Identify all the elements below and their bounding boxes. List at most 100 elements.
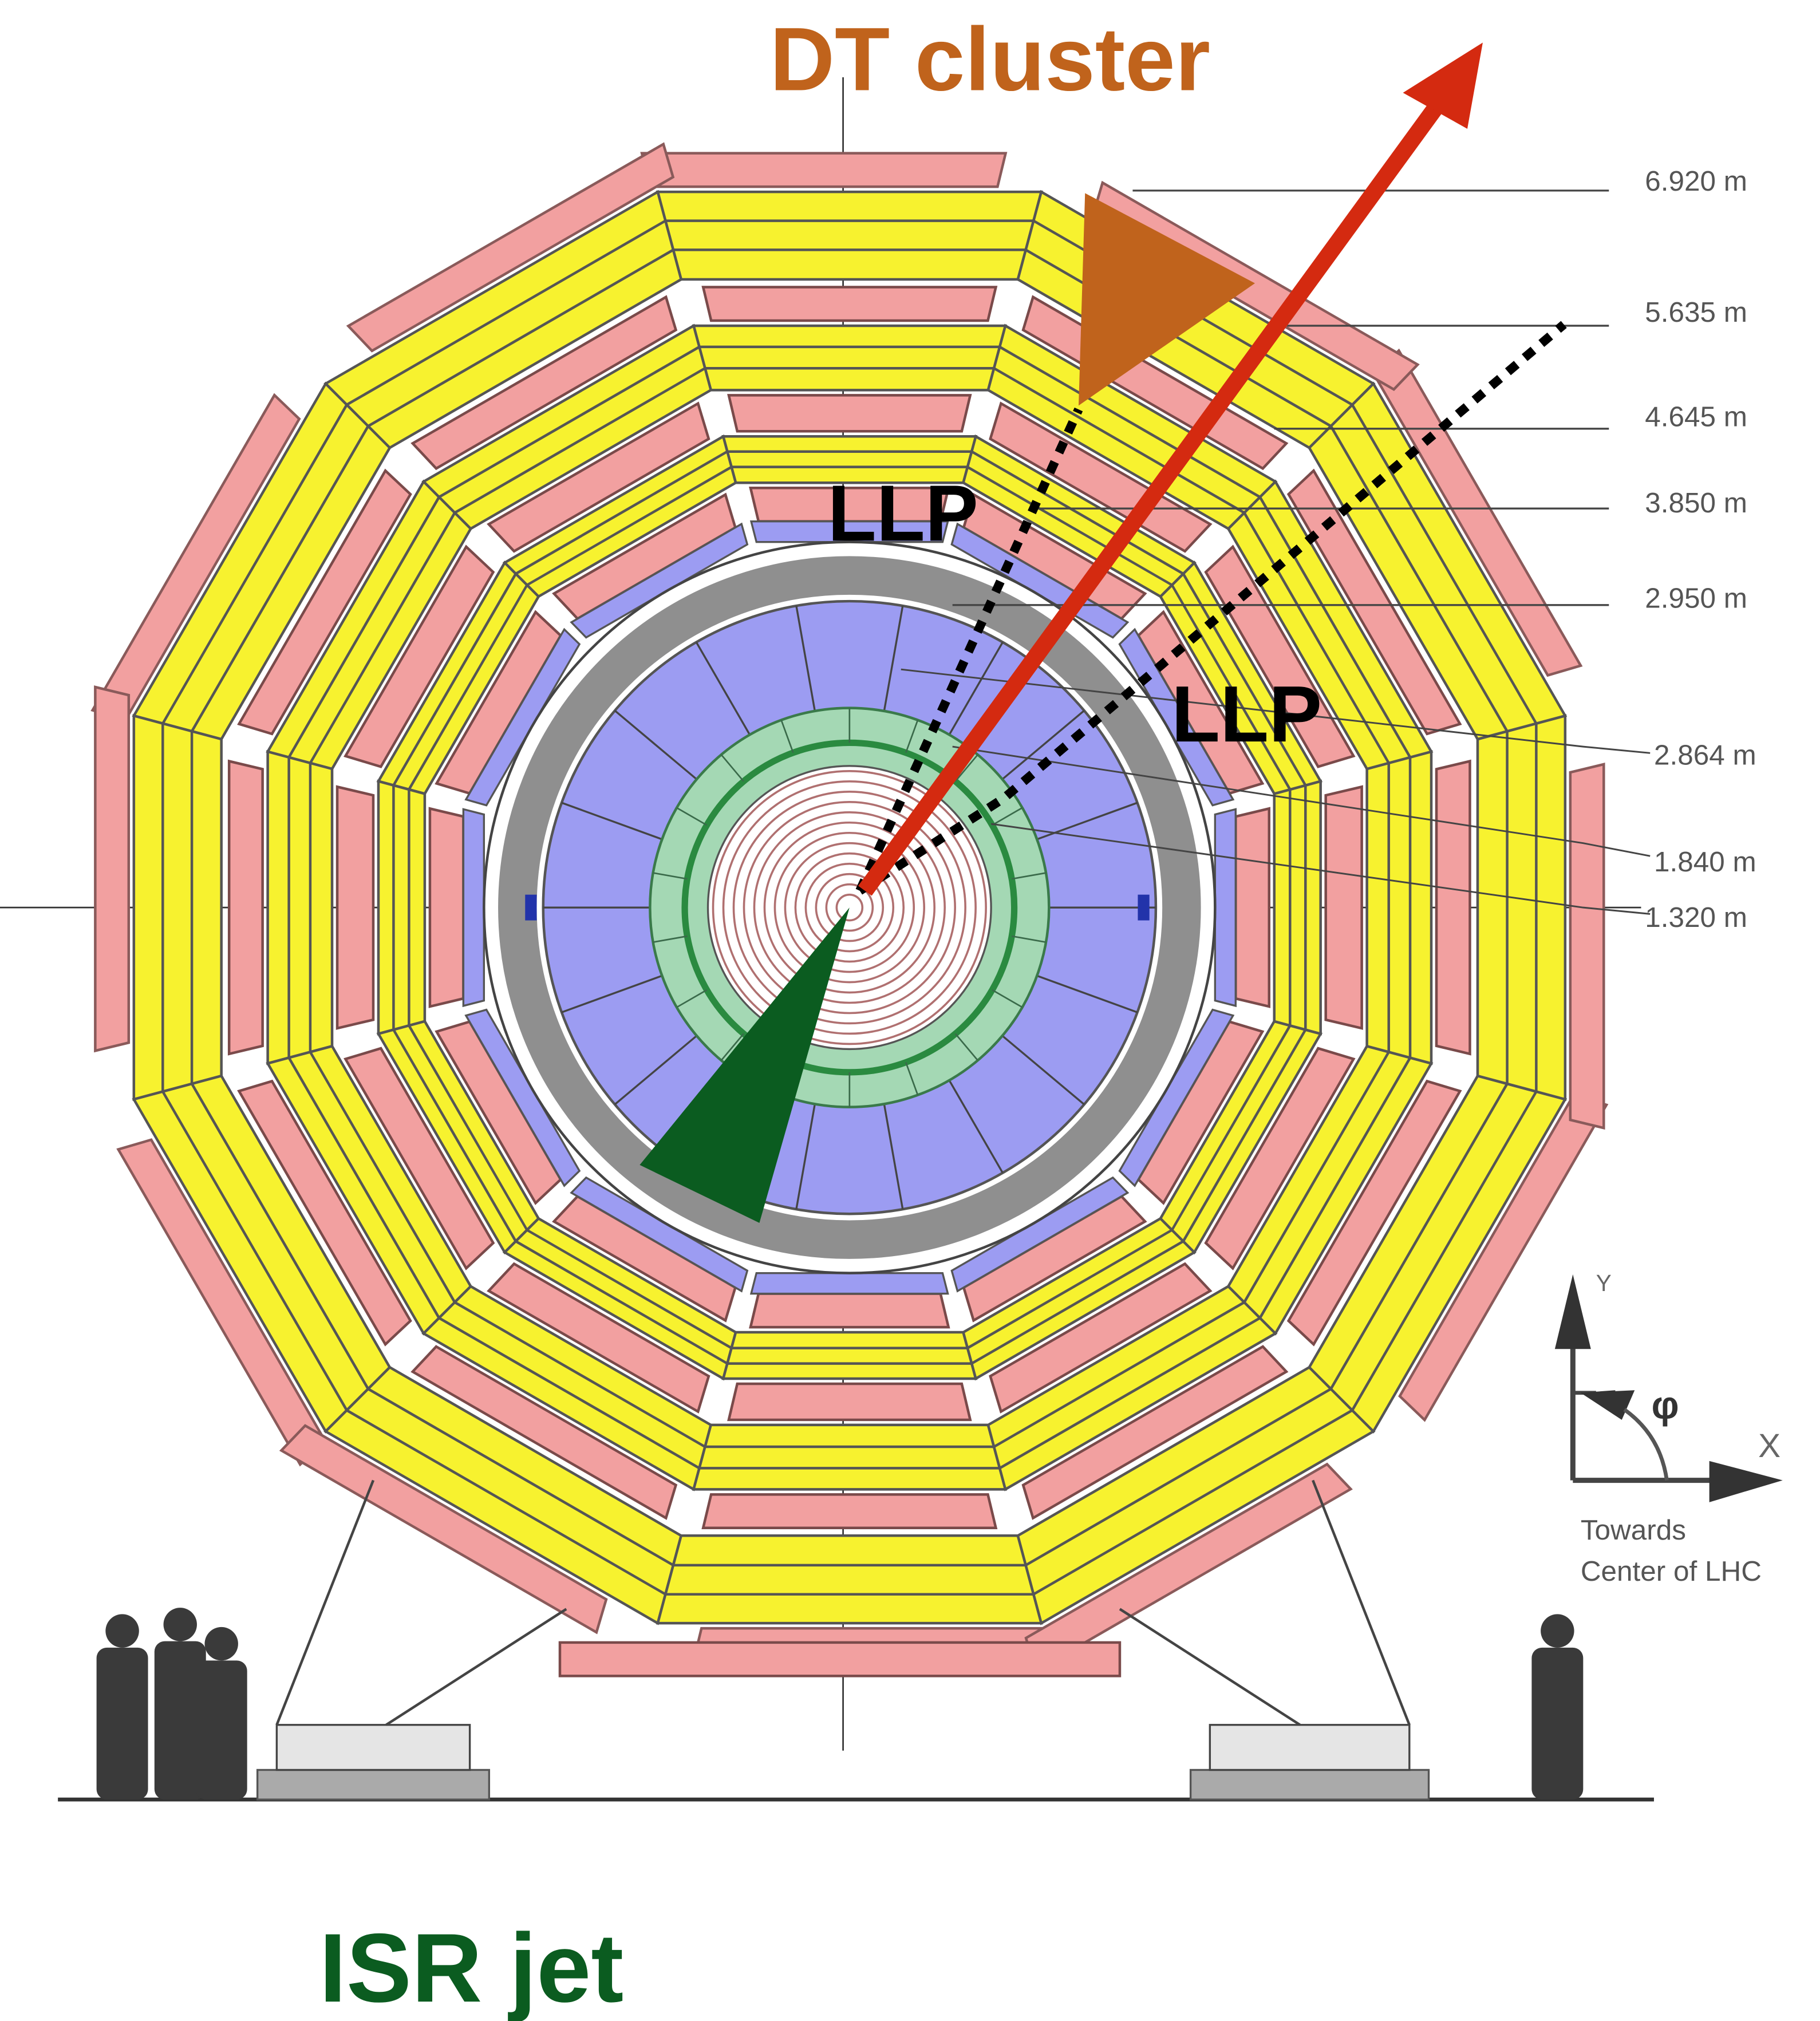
return-yoke-segment xyxy=(656,1534,1043,1625)
tracker-layer xyxy=(815,873,885,942)
muon-chamber-mb4 xyxy=(1091,180,1420,392)
radius-leader-line xyxy=(990,823,1651,915)
muon-chamber xyxy=(1234,807,1271,1008)
tracker-layer xyxy=(753,811,946,1004)
person-silhouette-icon xyxy=(154,1641,206,1800)
person-silhouette-icon xyxy=(96,1647,148,1800)
hcal-sector-line xyxy=(883,1104,904,1210)
person-silhouette-icon xyxy=(105,1614,139,1648)
hcal-sector-line xyxy=(561,974,662,1013)
radius-label: 6.920 m xyxy=(1645,165,1747,197)
muon-chamber xyxy=(227,759,264,1056)
radius-labels: 6.920 m 5.635 m 4.645 m 3.850 m 2.950 m … xyxy=(1645,165,1756,933)
muon-chamber xyxy=(428,807,465,1008)
ecal-sector-line xyxy=(720,1033,744,1061)
return-yoke-segment xyxy=(1273,779,1322,1036)
hcal-sector-line xyxy=(883,605,904,712)
ecal-sector-line xyxy=(653,935,688,943)
muon-chamber xyxy=(344,1047,495,1270)
tracker-layer xyxy=(835,893,864,922)
radius-label: 3.850 m xyxy=(1645,487,1747,519)
x-axis-label: X xyxy=(1758,1427,1780,1465)
muon-chamber-mb4 xyxy=(94,685,131,1053)
muon-chamber-mb4 xyxy=(346,142,675,353)
muon-chamber xyxy=(335,785,375,1030)
outer-hcal-segment xyxy=(950,522,1130,639)
muon-chamber xyxy=(237,1079,412,1347)
muon-chamber xyxy=(749,1292,950,1329)
support-foot xyxy=(256,1769,491,1801)
person-silhouette-icon xyxy=(204,1627,238,1661)
outer-hcal-segment xyxy=(950,1176,1130,1293)
hcal-sector-line xyxy=(614,709,697,780)
yoke-layer-line xyxy=(697,1467,1001,1470)
yoke-layer-line xyxy=(970,449,1185,575)
outer-hcal-segment xyxy=(1118,627,1235,807)
yoke-layer-line xyxy=(1024,248,1333,428)
coordinate-axes-legend: Y φ X Towards Center of LHC xyxy=(1554,1270,1783,1587)
muon-chamber xyxy=(410,1345,678,1520)
muon-chamber xyxy=(1286,468,1462,736)
yoke-layer-line xyxy=(726,450,973,453)
support-cradle xyxy=(275,1724,471,1771)
tracker-layer xyxy=(712,770,987,1045)
yoke-layer-line xyxy=(1387,761,1390,1053)
tracker-layer xyxy=(825,883,874,932)
llp-path-2 xyxy=(857,321,1567,895)
muon-chamber xyxy=(701,286,998,322)
yoke-layer-line xyxy=(1304,784,1307,1031)
return-yoke-segment xyxy=(1365,749,1433,1065)
tracker xyxy=(706,765,992,1051)
person-silhouette-icon xyxy=(195,1660,247,1800)
tracker-layer xyxy=(743,800,956,1015)
marker xyxy=(525,894,537,921)
y-axis-arrow-icon xyxy=(1554,1274,1591,1349)
return-yoke-segment xyxy=(656,190,1043,281)
yoke-layer-line xyxy=(1535,722,1538,1093)
radius-label: 5.635 m xyxy=(1645,297,1747,328)
ecal-sector-line xyxy=(676,989,708,1008)
return-yoke-segment xyxy=(721,1331,978,1380)
radius-label: 1.840 m xyxy=(1654,846,1756,878)
person-silhouette-icon xyxy=(1531,1647,1584,1800)
tracker-layer xyxy=(763,821,936,994)
muon-chamber-mb4 xyxy=(279,1424,608,1635)
outer-hcal-segment xyxy=(1118,1008,1235,1187)
support-leg xyxy=(1119,1608,1301,1726)
hcal-sector-line xyxy=(795,1104,816,1210)
x-axis-arrow-icon xyxy=(1709,1461,1783,1502)
ecal-sector-line xyxy=(720,754,744,782)
return-yoke-segment xyxy=(692,324,1008,392)
muon-chamber xyxy=(410,295,678,471)
person-silhouette-icon xyxy=(163,1608,197,1641)
return-yoke-segment xyxy=(1476,714,1567,1102)
support-foot xyxy=(1189,1769,1430,1801)
radius-label: 1.320 m xyxy=(1645,902,1747,933)
yoke-layer-line xyxy=(998,345,1262,499)
muon-chamber xyxy=(1435,759,1471,1056)
tracker-layer xyxy=(804,862,895,953)
return-yoke-segment xyxy=(692,1423,1008,1491)
support-cradle xyxy=(1209,1724,1411,1771)
outer-hcal-segment xyxy=(749,1272,949,1295)
outer-hcal-segment xyxy=(1214,808,1237,1008)
yoke-layer-line xyxy=(726,1362,973,1365)
llp-label-1: LLP xyxy=(828,468,978,558)
ecal-sector-line xyxy=(954,1033,978,1061)
ecal-sector-line xyxy=(992,807,1023,826)
radius-label: 2.864 m xyxy=(1654,740,1756,771)
llp-label-2: LLP xyxy=(1171,669,1322,759)
radius-label: 4.645 m xyxy=(1645,401,1747,432)
particle-arrow-line xyxy=(858,98,1446,896)
detector-support xyxy=(58,1479,1654,1802)
hcal-sector-line xyxy=(1036,974,1138,1013)
hcal-sector-line xyxy=(695,641,751,736)
support-leg xyxy=(1312,1479,1411,1726)
muon-chamber xyxy=(487,1262,710,1414)
ecal-sector-line xyxy=(992,989,1023,1008)
support-leg xyxy=(385,1608,567,1726)
yoke-layer-line xyxy=(704,1445,996,1448)
outer-hcal-segment xyxy=(464,1008,581,1187)
yoke-layer-line xyxy=(993,366,1246,515)
tracker-layer xyxy=(732,791,966,1025)
